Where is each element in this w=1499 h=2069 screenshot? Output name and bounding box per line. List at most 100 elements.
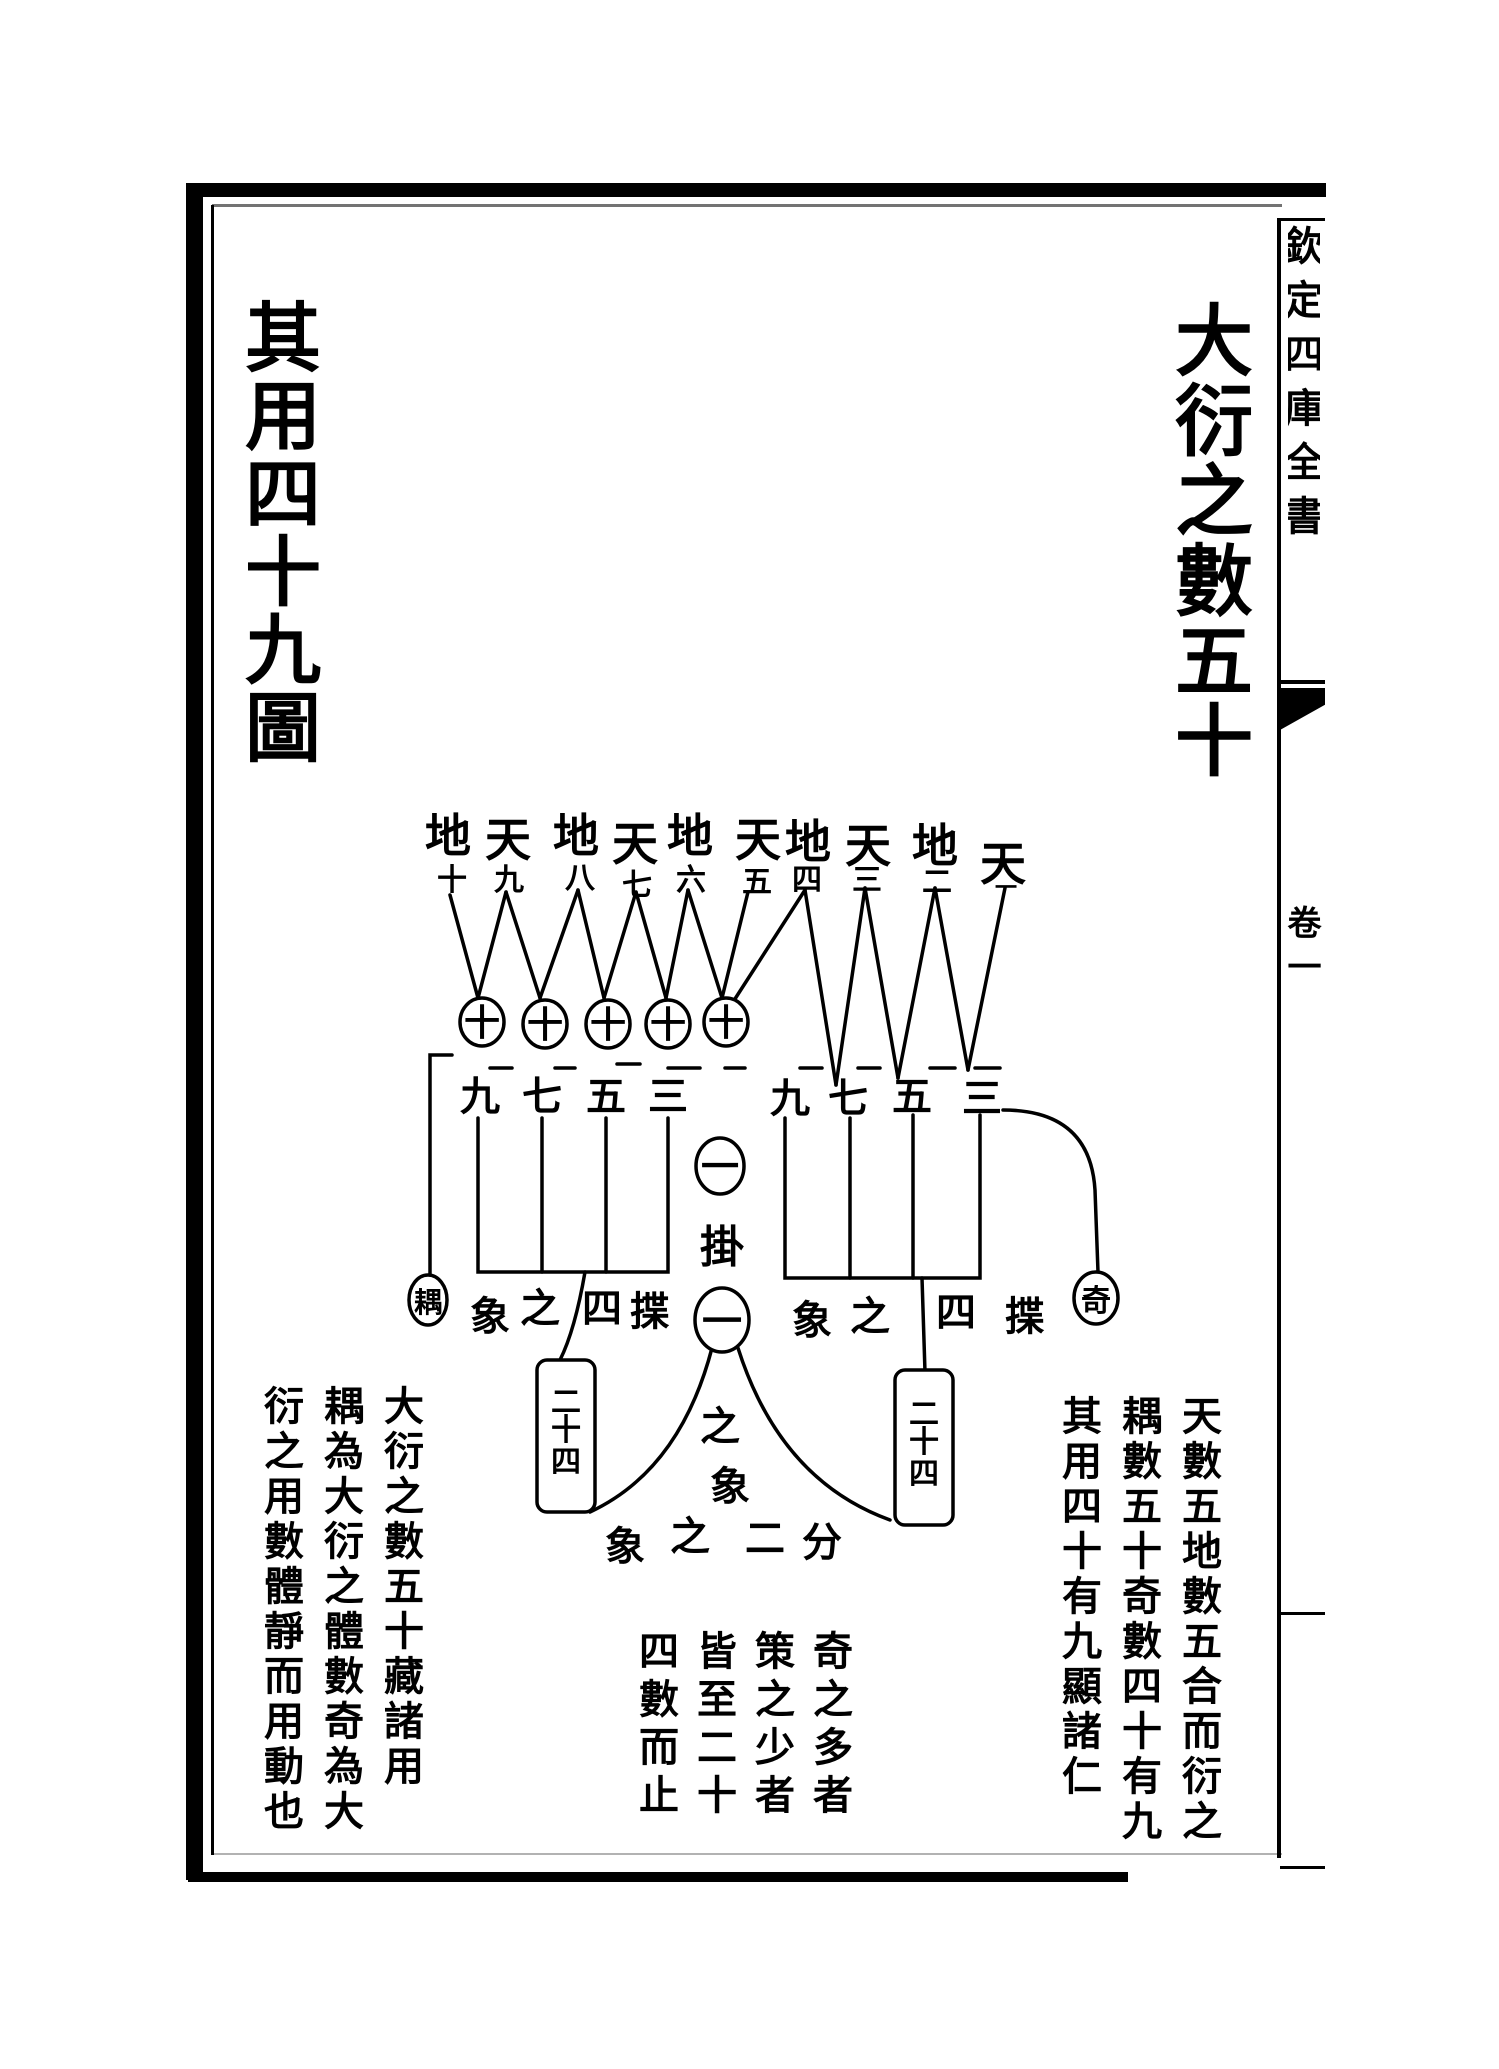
- page-title-right: 大衍之數五十: [1162, 300, 1253, 780]
- lower-one-circle: [693, 1286, 751, 1354]
- frame-border-left: [186, 183, 203, 1880]
- note-center-line: 皆至二十: [690, 1630, 737, 1822]
- frame-border-right: [1277, 218, 1281, 1858]
- frame-inner-top-rule: [212, 204, 1282, 207]
- frame-inner-left-rule: [211, 205, 214, 1855]
- right-caption: 象 之 四 揲: [792, 1289, 1045, 1344]
- note-center-line: 四數而止: [632, 1630, 679, 1822]
- label-top-3: 天: [612, 817, 658, 871]
- svg-text:揲: 揲: [1005, 1293, 1045, 1340]
- heaven-earth-labels: 地 十 天 九 地 八 天 七 地 六 天 五 地 四 天 三 地 二 天 一: [425, 809, 1026, 903]
- svg-text:之: 之: [700, 1403, 740, 1450]
- svg-text:七: 七: [522, 1073, 562, 1120]
- svg-text:五: 五: [892, 1073, 932, 1120]
- svg-text:象: 象: [605, 1523, 645, 1570]
- margin-chapter: 卷一: [1281, 905, 1321, 993]
- even-label: 耦: [414, 1286, 442, 1319]
- svg-text:十: 十: [909, 1425, 939, 1460]
- svg-text:九: 九: [460, 1073, 500, 1120]
- svg-text:七: 七: [622, 868, 652, 903]
- split-caption: 之 象 象 之 二 分: [605, 1403, 842, 1570]
- svg-text:十: 十: [437, 863, 467, 898]
- svg-text:四: 四: [936, 1289, 976, 1336]
- svg-text:揲: 揲: [630, 1288, 670, 1335]
- svg-text:五: 五: [586, 1073, 626, 1120]
- frame-border-bottom: [188, 1872, 1128, 1882]
- svg-text:七: 七: [828, 1075, 868, 1122]
- svg-text:二: 二: [922, 865, 952, 900]
- label-top-7: 天: [845, 819, 891, 873]
- label-top-2: 地: [553, 809, 599, 863]
- note-left-line: 衍之用數體靜而用動也: [257, 1385, 304, 1835]
- note-right-line: 天數五地數五合而衍之: [1175, 1395, 1222, 1845]
- margin-strip-bottom-rule: [1280, 1866, 1325, 1869]
- label-top-5: 天: [735, 813, 781, 867]
- upper-one-circle: [694, 1136, 746, 1196]
- note-right-line: 其用四十有九顯諸仁: [1055, 1395, 1102, 1800]
- svg-text:四: 四: [551, 1445, 581, 1480]
- svg-text:之: 之: [850, 1293, 890, 1340]
- svg-text:象: 象: [710, 1463, 750, 1510]
- margin-header: 欽定四庫全書: [1288, 225, 1320, 549]
- margin-strip-mid-rule: [1280, 680, 1325, 684]
- svg-text:六: 六: [676, 863, 706, 898]
- label-top-1: 天: [485, 813, 531, 867]
- circle-ten-icon: 十: [590, 1004, 626, 1046]
- svg-text:四: 四: [792, 863, 822, 898]
- note-left-line: 大衍之數五十藏諸用: [377, 1385, 424, 1790]
- svg-text:二: 二: [551, 1385, 581, 1420]
- note-right-line: 耦數五十奇數四十有九: [1115, 1395, 1162, 1845]
- svg-text:之: 之: [520, 1285, 560, 1332]
- circle-ten-icon: 十: [464, 1002, 500, 1044]
- odd-label: 奇: [1081, 1284, 1111, 1319]
- svg-text:一: 一: [995, 875, 1017, 901]
- note-center-line: 奇之多者: [806, 1630, 853, 1822]
- note-center: 奇之多者 策之少者 皆至二十 四數而止: [626, 1630, 858, 1860]
- svg-text:三: 三: [962, 1075, 1002, 1122]
- right-number-row: 九 七 五 三: [770, 1073, 1002, 1122]
- left-caption: 象 之 四 揲: [470, 1285, 670, 1340]
- hang-label: 掛: [700, 1222, 744, 1273]
- circle-ten-icon: 十: [708, 1002, 744, 1044]
- svg-text:八: 八: [565, 861, 596, 896]
- svg-text:分: 分: [802, 1519, 842, 1566]
- right-twentyfour-box: [893, 1368, 955, 1527]
- svg-text:象: 象: [792, 1297, 832, 1344]
- svg-text:四: 四: [909, 1457, 939, 1492]
- note-left: 大衍之數五十藏諸用 耦為大衍之體數奇為大 衍之用數體靜而用動也: [250, 1385, 430, 1855]
- lower-one-label: 一: [702, 1298, 742, 1345]
- connector-lines: [428, 886, 1100, 1522]
- svg-text:三: 三: [648, 1073, 688, 1120]
- svg-text:之: 之: [670, 1513, 710, 1560]
- svg-text:象: 象: [470, 1293, 510, 1340]
- svg-text:三: 三: [852, 863, 882, 898]
- left-number-row: 九 七 五 三: [460, 1073, 688, 1120]
- label-top-9: 天: [980, 837, 1026, 891]
- note-left-line: 耦為大衍之體數奇為大: [317, 1385, 364, 1835]
- ten-circle-labels: 十 十 十 十 十: [464, 1002, 744, 1046]
- even-circle: [407, 1273, 449, 1327]
- left-twentyfour-box: [535, 1358, 597, 1514]
- label-top-0: 地: [425, 809, 471, 863]
- svg-text:四: 四: [582, 1285, 622, 1332]
- svg-text:二: 二: [745, 1515, 785, 1562]
- margin-strip-top-rule: [1280, 218, 1325, 221]
- svg-text:九: 九: [770, 1075, 810, 1122]
- odd-circle: [1072, 1270, 1120, 1326]
- note-center-line: 策之少者: [748, 1630, 795, 1822]
- note-right: 天數五地數五合而衍之 耦數五十奇數四十有九 其用四十有九顯諸仁: [1048, 1395, 1228, 1855]
- svg-text:九: 九: [494, 863, 524, 898]
- svg-text:十: 十: [551, 1413, 581, 1448]
- frame-inner-bottom-rule: [212, 1853, 1282, 1855]
- circle-ten-icon: 十: [527, 1004, 563, 1046]
- label-top-8: 地: [912, 819, 958, 873]
- ten-circles: [458, 996, 750, 1050]
- margin-strip-low-rule: [1280, 1612, 1325, 1615]
- svg-text:五: 五: [742, 865, 772, 900]
- upper-one-label: 一: [701, 1144, 739, 1189]
- label-top-4: 地: [667, 809, 713, 863]
- page-title-left: 其用四十九圖: [232, 298, 321, 766]
- label-top-6: 地: [785, 815, 831, 869]
- svg-text:二: 二: [909, 1397, 939, 1432]
